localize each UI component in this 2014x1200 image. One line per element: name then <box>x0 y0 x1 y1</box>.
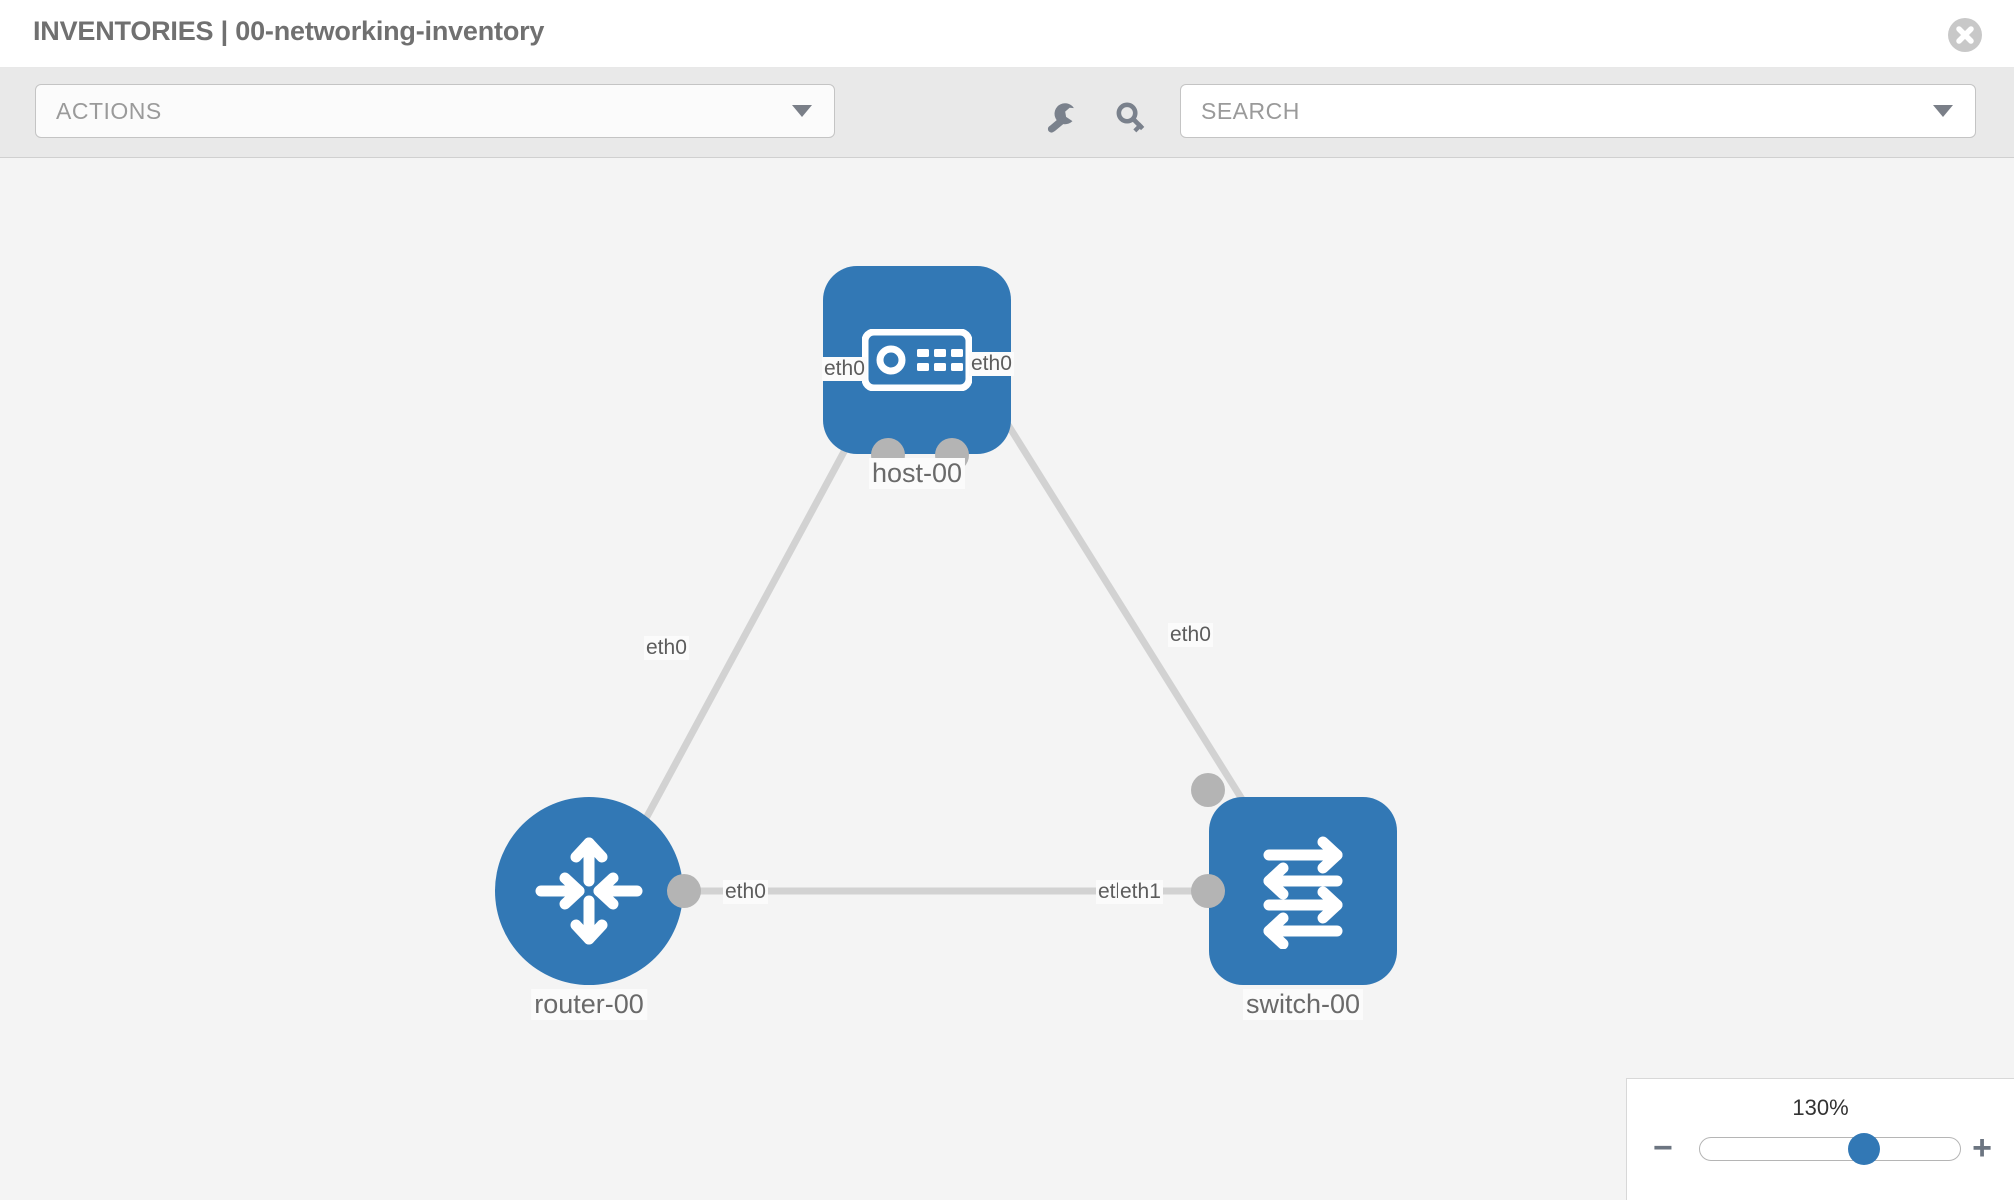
connector-nub[interactable] <box>667 874 701 908</box>
node-router-00-shape[interactable] <box>495 797 683 985</box>
actions-dropdown-label: ACTIONS <box>56 98 162 124</box>
node-host-00-label: host-00 <box>868 458 966 489</box>
edge-label: eth0 <box>644 636 689 660</box>
search-placeholder: SEARCH <box>1201 98 1300 124</box>
topology-canvas[interactable]: host-00 route <box>0 158 2014 1200</box>
wrench-icon <box>1047 103 1074 133</box>
node-switch-00-label: switch-00 <box>1242 989 1364 1020</box>
zoom-level-label: 130% <box>1792 1095 1849 1120</box>
actions-dropdown[interactable]: ACTIONS <box>35 84 835 138</box>
edge-label: eth0 <box>969 352 1014 376</box>
page-title: INVENTORIES | 00-networking-inventory <box>33 16 545 46</box>
node-switch-00[interactable]: switch-00 <box>1191 773 1397 1020</box>
chevron-down-icon <box>1933 105 1953 117</box>
node-router-00-label: router-00 <box>531 989 647 1020</box>
search-input[interactable]: SEARCH <box>1180 84 1976 138</box>
switch-icon <box>1263 836 1343 949</box>
edge-label: eth1 <box>1118 880 1163 904</box>
zoom-slider[interactable] <box>1699 1133 1961 1165</box>
close-icon <box>1956 26 1974 44</box>
connector-nub[interactable] <box>1191 773 1225 807</box>
chevron-down-icon <box>792 105 812 117</box>
zoom-slider-thumb[interactable] <box>1847 1133 1880 1165</box>
wrench-button[interactable] <box>1040 96 1084 140</box>
connector-nub[interactable] <box>1191 874 1225 908</box>
close-button[interactable] <box>1948 18 1982 52</box>
edge-label: eth0 <box>723 880 768 904</box>
node-router-00[interactable]: router-00 <box>495 797 701 1020</box>
router-icon <box>535 837 643 945</box>
zoom-in-button[interactable]: + <box>1972 1129 1992 1167</box>
key-button[interactable] <box>1110 96 1154 140</box>
key-icon <box>1116 102 1145 133</box>
page-header: INVENTORIES | 00-networking-inventory <box>0 0 2014 68</box>
zoom-control-panel: 130% − + <box>1626 1078 2014 1200</box>
zoom-out-button[interactable]: − <box>1653 1129 1673 1167</box>
edge-label: eth0 <box>1168 623 1213 647</box>
server-icon <box>862 329 972 391</box>
edge-label: eth0 <box>822 357 867 381</box>
node-switch-00-shape[interactable] <box>1209 797 1397 985</box>
